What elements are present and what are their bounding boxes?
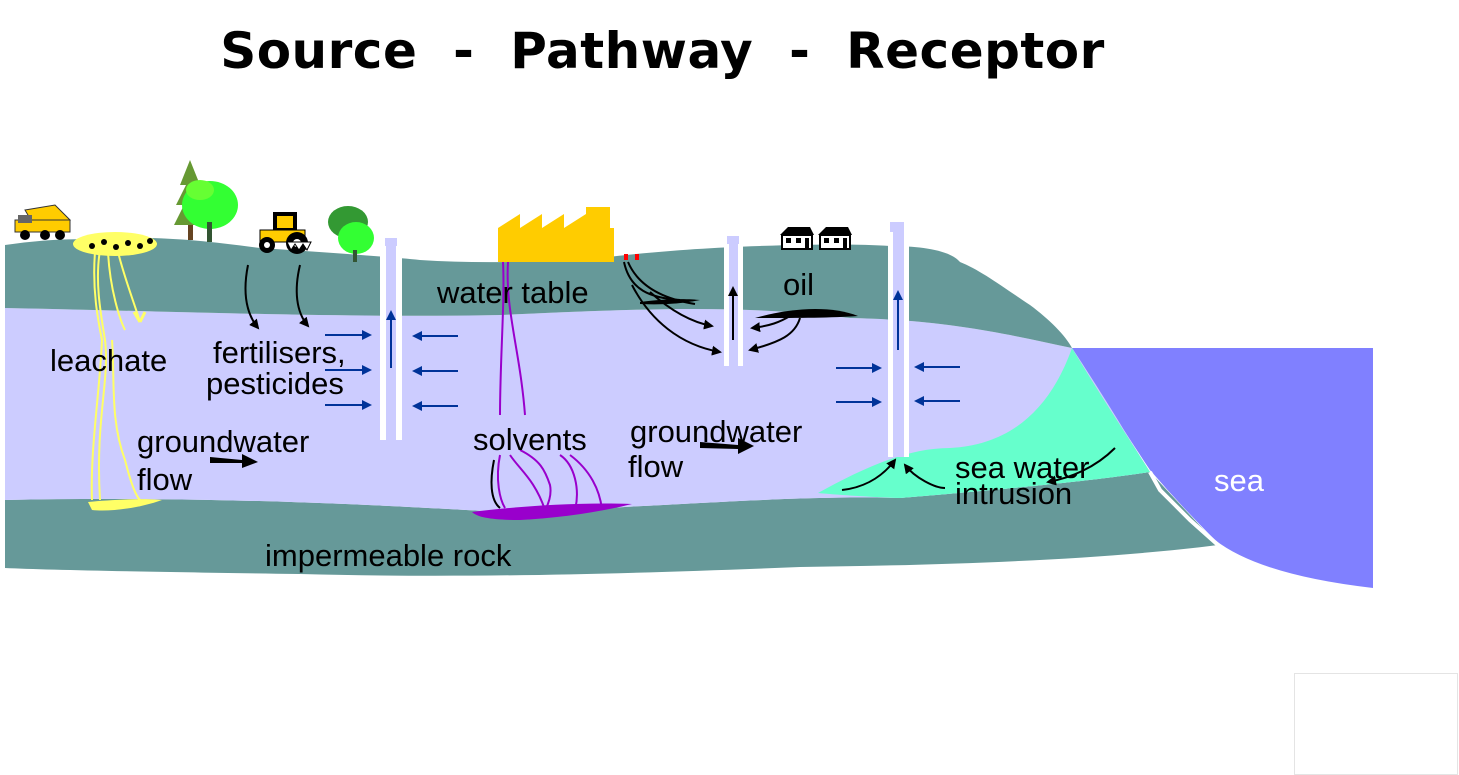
- leachate-streams: [90, 249, 141, 501]
- label-solvents: solvents: [473, 422, 587, 457]
- label-leachate: leachate: [50, 343, 167, 378]
- tree-icon: [328, 206, 374, 262]
- label-intrusion: intrusion: [955, 476, 1072, 511]
- tractor-icon: [259, 212, 312, 254]
- topsoil-layer: [5, 237, 1072, 348]
- house-icon: [780, 227, 814, 250]
- impermeable-rock-layer: [5, 472, 1218, 576]
- label-groundwater-left: groundwater: [137, 424, 309, 459]
- aquifer-layer: [5, 308, 1150, 512]
- groundwater-flow-arrow: [700, 438, 754, 454]
- placeholder-box: [1294, 673, 1458, 775]
- landfill-waste: [89, 238, 153, 250]
- diagram-title: Source - Pathway - Receptor: [220, 22, 1105, 80]
- dump-truck-icon: [14, 204, 72, 240]
- label-sea-water: sea water: [955, 450, 1089, 485]
- house-icon: [818, 227, 852, 250]
- factory-icon: [498, 207, 614, 262]
- sea-body: [1072, 348, 1373, 588]
- saltwater-wedge: [818, 348, 1150, 498]
- label-sea: sea: [1214, 463, 1265, 498]
- label-pesticides: pesticides: [206, 366, 344, 401]
- solvent-pool: [472, 503, 632, 520]
- label-impermeable-rock: impermeable rock: [265, 538, 512, 573]
- tree-icon: [174, 160, 238, 242]
- label-water-table: water table: [436, 275, 589, 310]
- label-fertilisers: fertilisers,: [213, 335, 346, 370]
- label-oil: oil: [783, 267, 814, 302]
- label-flow-left: flow: [137, 462, 193, 497]
- label-flow-right: flow: [628, 449, 684, 484]
- label-groundwater-right: groundwater: [630, 414, 802, 449]
- leachate-pool: [88, 499, 162, 511]
- oil-slick: [640, 299, 700, 305]
- landfill-pit: [73, 232, 157, 256]
- groundwater-flow-arrow: [210, 454, 258, 468]
- oil-slick: [755, 309, 858, 318]
